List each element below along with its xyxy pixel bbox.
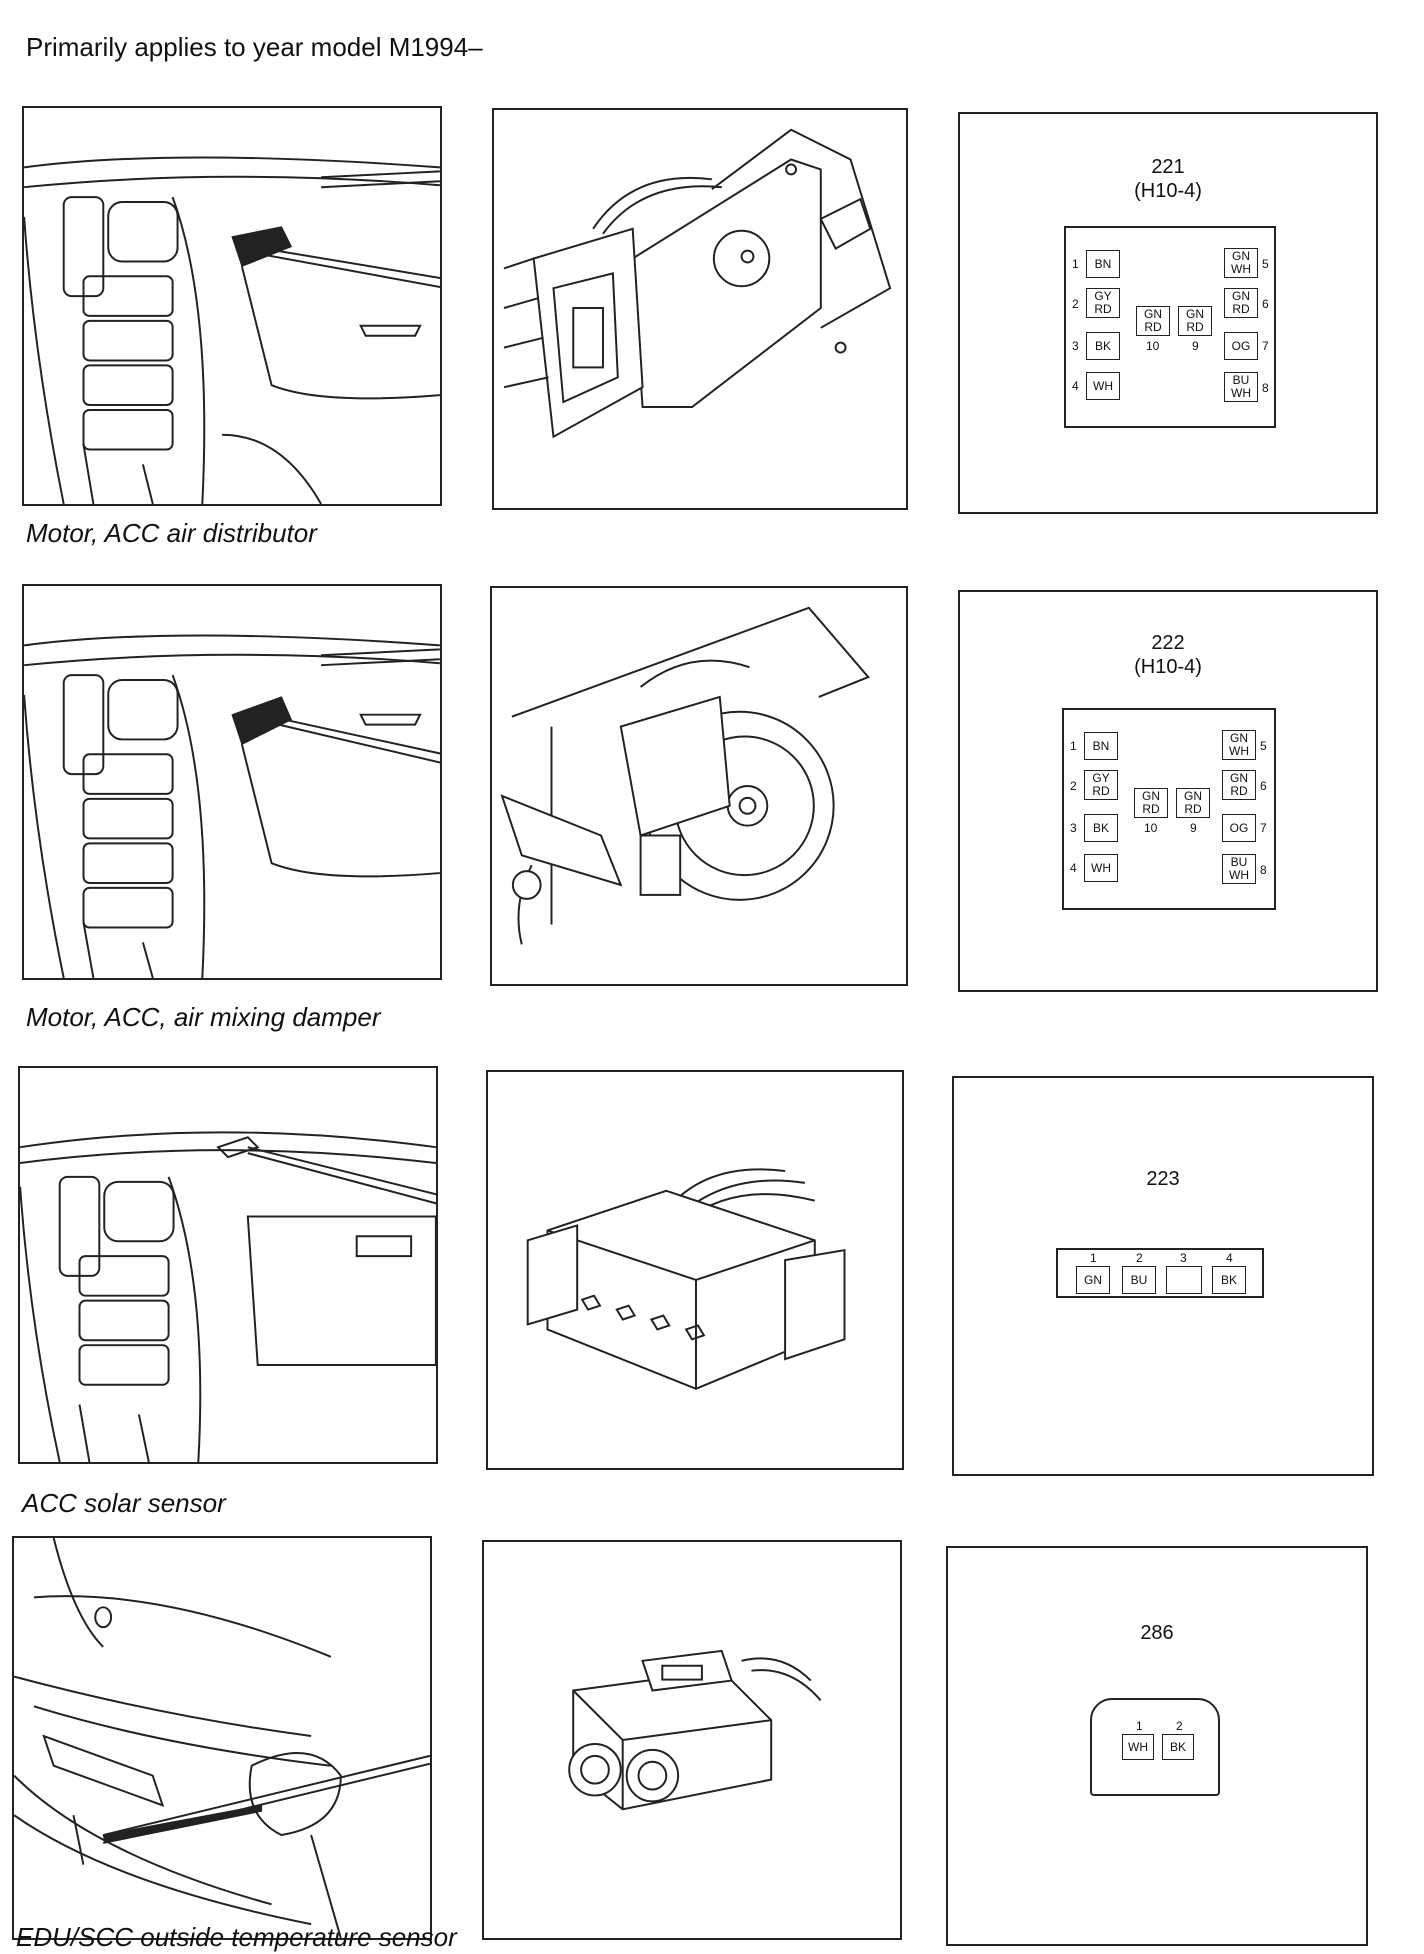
section-caption: Motor, ACC air distributor (26, 518, 317, 548)
pin-3 (1166, 1266, 1202, 1294)
pin-1: GN (1076, 1266, 1110, 1294)
pin-10: GN RD (1136, 306, 1170, 336)
pin-7: OG (1224, 332, 1258, 360)
solar-sensor-illustration (486, 1070, 904, 1470)
section-caption: ACC solar sensor (22, 1488, 226, 1518)
motor-air-mixing-damper-illustration (490, 586, 908, 986)
connector-housing: (H10-4) (1134, 656, 1202, 678)
pin-9: GN RD (1176, 788, 1210, 818)
connector-id: 222 (1151, 632, 1185, 654)
pin-3: BK (1084, 814, 1118, 842)
pin-3: BK (1086, 332, 1120, 360)
connector-id: 286 (1140, 1622, 1174, 1644)
connector-286-diagram: 1 WH 2 BK (1090, 1698, 1220, 1796)
connector-panel-222: 222 (H10-4) 1 BN 2 GY RD 3 BK 4 WH GN RD… (958, 590, 1378, 992)
pin-2: BK (1162, 1734, 1194, 1760)
pin-2: GY RD (1086, 288, 1120, 318)
section-caption: Motor, ACC, air mixing damper (26, 1002, 381, 1032)
pin-5: GN WH (1222, 730, 1256, 760)
connector-223-diagram: 1 GN 2 BU 3 4 BK (1056, 1248, 1264, 1298)
connector-panel-221: 221 (H10-4) 1 BN 2 GY RD 3 BK 4 WH GN RD… (958, 112, 1378, 514)
connector-id: 221 (1151, 156, 1185, 178)
pin-8: BU WH (1224, 372, 1258, 402)
pin-4: BK (1212, 1266, 1246, 1294)
section-caption: EDU/SCC outside temperature sensor (16, 1922, 457, 1952)
pin-4: WH (1084, 854, 1118, 882)
page-header: Primarily applies to year model M1994– (26, 32, 483, 62)
pin-6: GN RD (1224, 288, 1258, 318)
pin-1: WH (1122, 1734, 1154, 1760)
pin-6: GN RD (1222, 770, 1256, 800)
connector-panel-286: 286 1 WH 2 BK (946, 1546, 1368, 1946)
connector-222-diagram: 1 BN 2 GY RD 3 BK 4 WH GN RD 10 GN RD 9 … (1062, 708, 1276, 910)
pin-8: BU WH (1222, 854, 1256, 884)
connector-id: 223 (1146, 1168, 1180, 1190)
pin-2: GY RD (1084, 770, 1118, 800)
pin-10: GN RD (1134, 788, 1168, 818)
pin-7: OG (1222, 814, 1256, 842)
dashboard-illustration-3 (18, 1066, 438, 1464)
pin-9: GN RD (1178, 306, 1212, 336)
motor-air-distributor-illustration (492, 108, 908, 510)
pin-5: GN WH (1224, 248, 1258, 278)
car-front-illustration (12, 1536, 432, 1940)
connector-housing: (H10-4) (1134, 180, 1202, 202)
pin-2: BU (1122, 1266, 1156, 1294)
dashboard-illustration-2 (22, 584, 442, 980)
pin-1: BN (1084, 732, 1118, 760)
dashboard-illustration-1 (22, 106, 442, 506)
connector-panel-223: 223 1 GN 2 BU 3 4 BK (952, 1076, 1374, 1476)
temperature-sensor-illustration (482, 1540, 902, 1940)
connector-221-diagram: 1 BN 2 GY RD 3 BK 4 WH GN RD 10 GN RD 9 … (1064, 226, 1276, 428)
pin-4: WH (1086, 372, 1120, 400)
pin-1: BN (1086, 250, 1120, 278)
